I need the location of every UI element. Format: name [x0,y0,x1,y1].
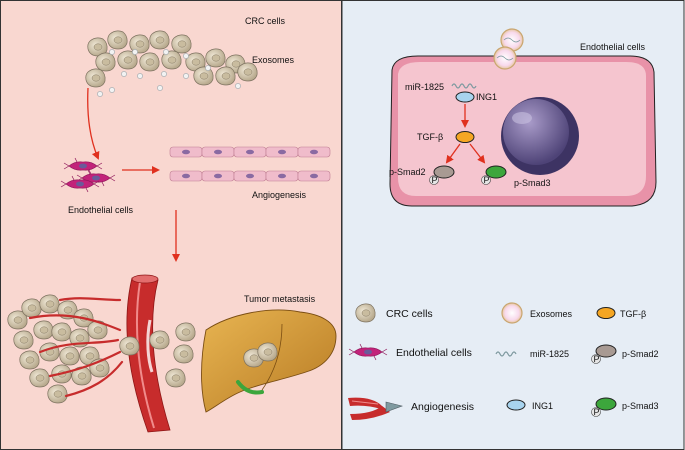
psmad3-icon [485,165,507,179]
legend-psmad2-icon [591,344,617,364]
tumor-metastasis-label: Tumor metastasis [244,294,316,304]
legend-tgfb-icon [596,307,616,319]
psmad2-label: p-Smad2 [389,167,426,177]
mir-1825-icon [451,83,477,89]
legend-endothelial-label: Endothelial cells [396,347,472,359]
cell-endothelial-label: Endothelial cells [580,42,646,52]
legend-psmad2-phospho-label: P [594,354,600,364]
psmad2-phospho-icon [429,175,439,185]
arrow-tgfb-to-psmad3 [469,143,486,164]
legend-angiogenesis-icon [348,397,404,420]
legend-crc-cell-icon [355,303,376,323]
psmad3-label: p-Smad3 [514,178,551,188]
tgfb-label: TGF-β [417,132,443,142]
tgfb-icon [455,131,475,143]
tumor-vessels [28,297,124,398]
angiogenesis-label: Angiogenesis [252,190,307,200]
legend-psmad3-icon [591,397,617,417]
legend-ing1-icon [506,399,526,411]
ing1-icon [455,91,475,103]
legend-mir-icon [495,351,517,357]
legend-exosome-icon [501,302,523,324]
legend-ing1-label: ING1 [532,401,553,411]
legend: CRC cells Exosomes TGF-β Endothelial cel… [348,302,659,420]
endothelial-cells-label: Endothelial cells [68,205,134,215]
legend-psmad3-label: p-Smad3 [622,401,659,411]
legend-mir-label: miR-1825 [530,349,569,359]
legend-psmad3-phospho-label: P [594,407,600,417]
blood-vessel [126,274,171,433]
legend-angiogenesis-label: Angiogenesis [411,401,474,413]
crc-cells-label: CRC cells [245,16,286,26]
psmad3-phospho-icon [481,175,491,185]
exosomes-label: Exosomes [252,55,295,65]
liver-icon [201,309,337,413]
mir-1825-label: miR-1825 [405,82,444,92]
arrow-tgfb-to-psmad2 [445,143,461,164]
psmad2-icon [433,165,455,179]
legend-psmad2-label: p-Smad2 [622,349,659,359]
legend-exosomes-label: Exosomes [530,309,573,319]
legend-tgfb-label: TGF-β [620,309,646,319]
membrane-exosomes [493,28,524,70]
arrow-crc-to-endothelial [87,87,100,160]
psmad2-phospho-label: P [432,175,438,185]
psmad3-phospho-label: P [484,175,490,185]
ing1-label: ING1 [476,92,497,102]
legend-crc-label: CRC cells [386,308,433,320]
